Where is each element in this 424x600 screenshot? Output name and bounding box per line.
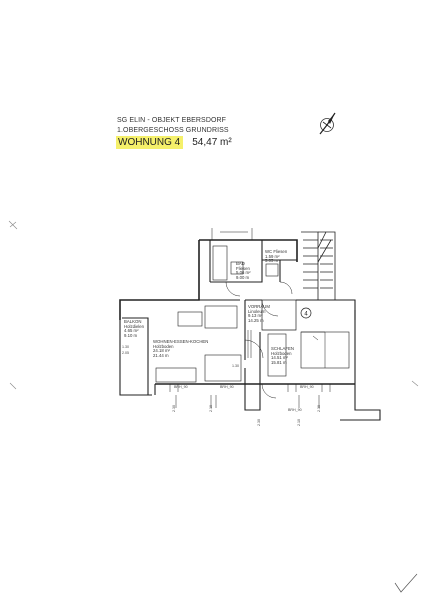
- room-balkon: BALKON Holzdielen 4.65 m² 9.10 m: [124, 319, 145, 339]
- room-schlafen: SCHLAFEN Holzboden 14.51 m² 15.81 m: [271, 346, 294, 366]
- unit-label: WOHNUNG 4: [116, 136, 184, 149]
- dim-v1: 2.30: [172, 405, 176, 412]
- unit-area: 54,47 m²: [192, 137, 232, 148]
- room-wohnen: WOHNEN-ESSEN-KOCHEN Holzboden 24.18 m² 2…: [153, 339, 209, 359]
- dim-v5: 2.30: [317, 405, 321, 412]
- dim-3: 2.05: [122, 351, 129, 355]
- project-title: SG ELIN - OBJEKT EBERSDORF: [117, 117, 227, 124]
- height-2: BRH_90: [220, 385, 234, 389]
- unit-heading: WOHNUNG 4 54,47 m²: [116, 136, 232, 149]
- height-3: BRH_90: [300, 385, 314, 389]
- room-vorraum: VORRAUM Linoleum 9.13 m² 14.25 m: [248, 304, 270, 324]
- dim-2: 1.30: [232, 364, 239, 368]
- unit-marker-text: 4: [304, 312, 308, 318]
- room-wc: WC Fliesen 1.59 m² 5.05 m: [265, 249, 288, 264]
- height-1: BRH_90: [174, 385, 188, 389]
- dim-v2: 2.10: [209, 405, 213, 412]
- room-bad: BAD Fliesen 5.06 m² 9.00 m: [236, 261, 251, 281]
- dim-v3: 2.30: [257, 419, 261, 426]
- unit-marker-circle: [300, 307, 312, 319]
- staircase: [301, 231, 336, 301]
- height-4: BRH_90: [288, 408, 302, 412]
- floor-title: 1.OBERGESCHOSS GRUNDRISS: [117, 127, 229, 134]
- dim-1: 1.30: [122, 345, 129, 349]
- dim-v4: 2.10: [297, 419, 301, 426]
